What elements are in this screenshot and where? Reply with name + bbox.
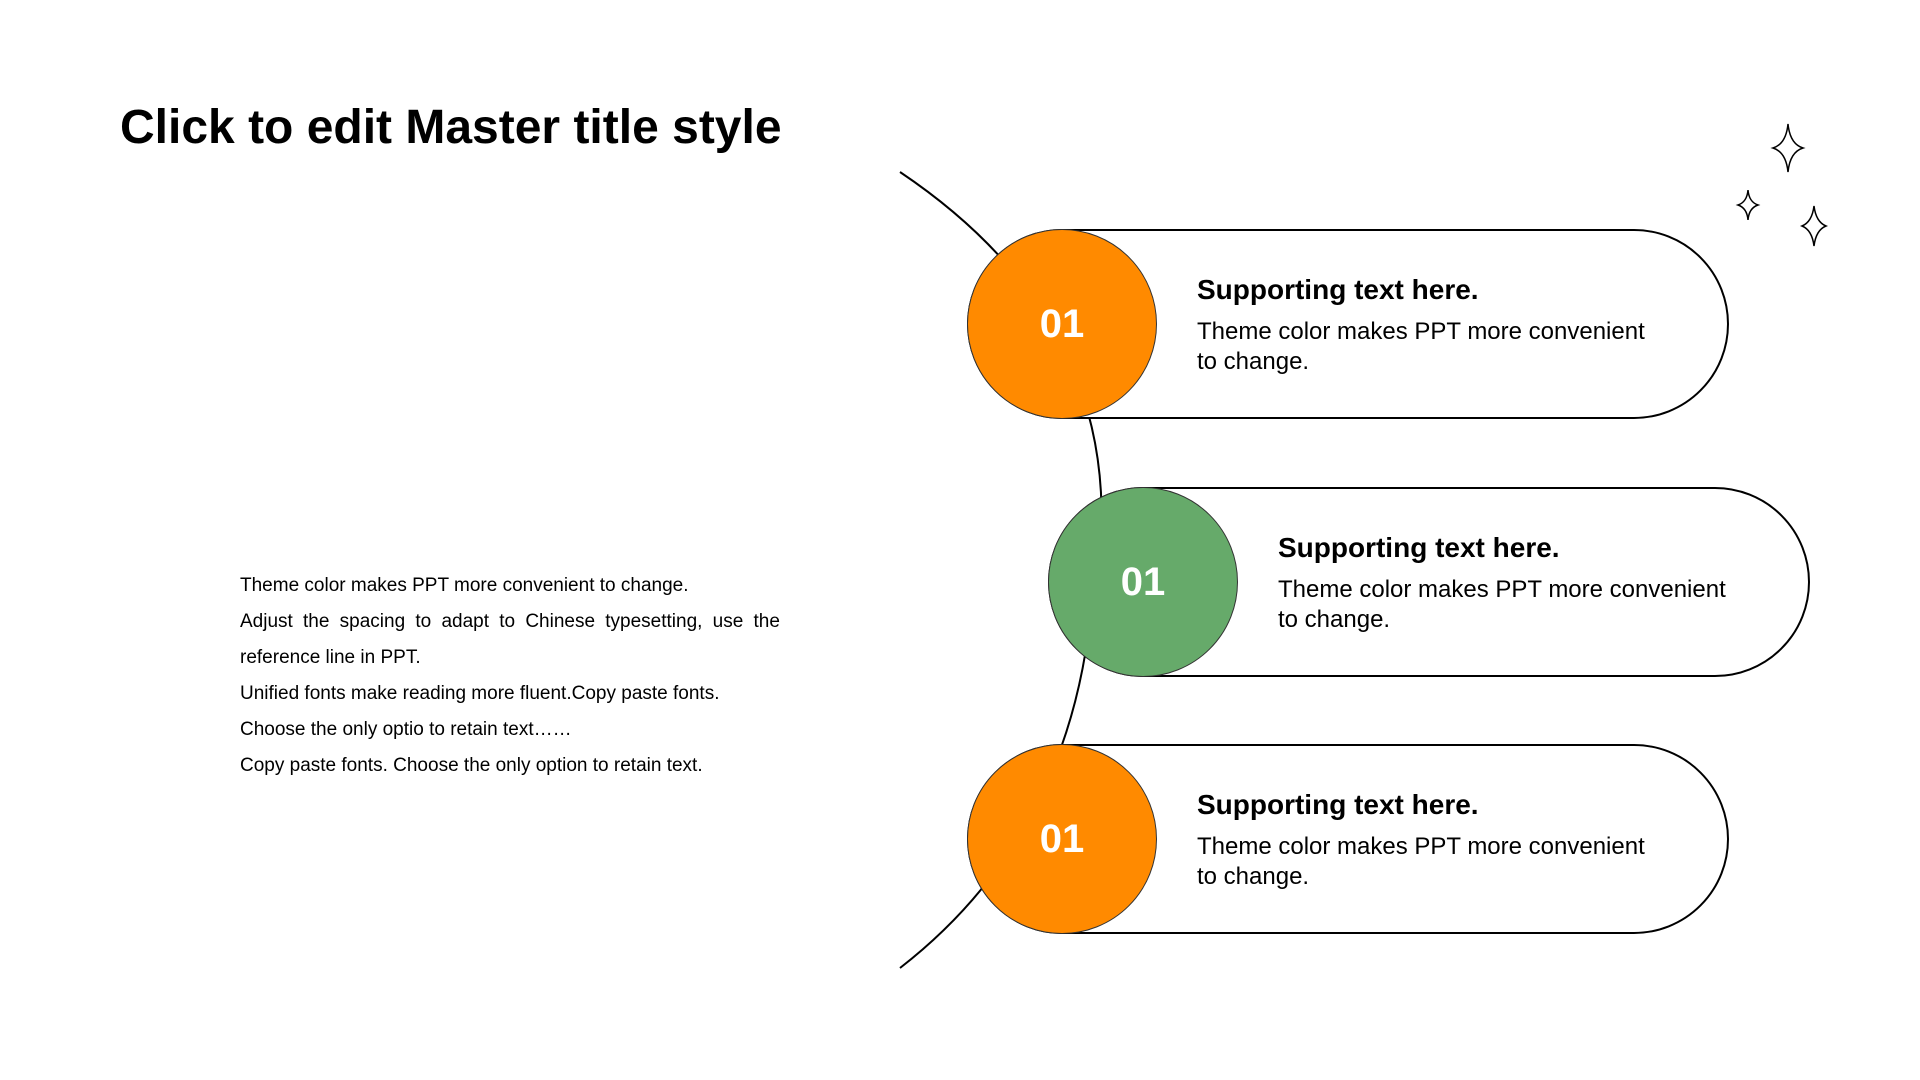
step-number: 01 [1039, 816, 1085, 861]
step-description: Theme color makes PPT more convenient to… [1197, 833, 1645, 890]
sparkles-decoration [1735, 123, 1829, 247]
step-heading: Supporting text here. [1278, 532, 1560, 563]
step-card-3: 01 Supporting text here. Theme color mak… [967, 744, 1729, 934]
step-heading: Supporting text here. [1197, 274, 1479, 305]
step-number-circle: 01 [967, 229, 1157, 419]
step-heading: Supporting text here. [1197, 789, 1479, 820]
sparkle-icon [1799, 205, 1829, 247]
step-number-circle: 01 [1048, 487, 1238, 677]
body-line: Copy paste fonts. Choose the only option… [240, 755, 703, 776]
step-description: Theme color makes PPT more convenient to… [1197, 318, 1645, 375]
step-number: 01 [1120, 559, 1166, 604]
sparkle-icon [1770, 123, 1806, 173]
slide-title: Click to edit Master title style [120, 101, 782, 154]
step-number-circle: 01 [967, 744, 1157, 934]
body-line: Theme color makes PPT more convenient to… [240, 575, 689, 596]
body-line: reference line in PPT. [240, 647, 421, 668]
body-text: Theme color makes PPT more convenient to… [240, 568, 780, 784]
step-description: Theme color makes PPT more convenient to… [1278, 576, 1726, 633]
sparkle-icon [1735, 189, 1761, 221]
body-line: Unified fonts make reading more fluent.C… [240, 683, 720, 704]
body-line: Choose the only optio to retain text…… [240, 719, 572, 740]
step-number: 01 [1039, 301, 1085, 346]
step-card-2: 01 Supporting text here. Theme color mak… [1048, 487, 1810, 677]
step-card-1: 01 Supporting text here. Theme color mak… [967, 229, 1729, 419]
